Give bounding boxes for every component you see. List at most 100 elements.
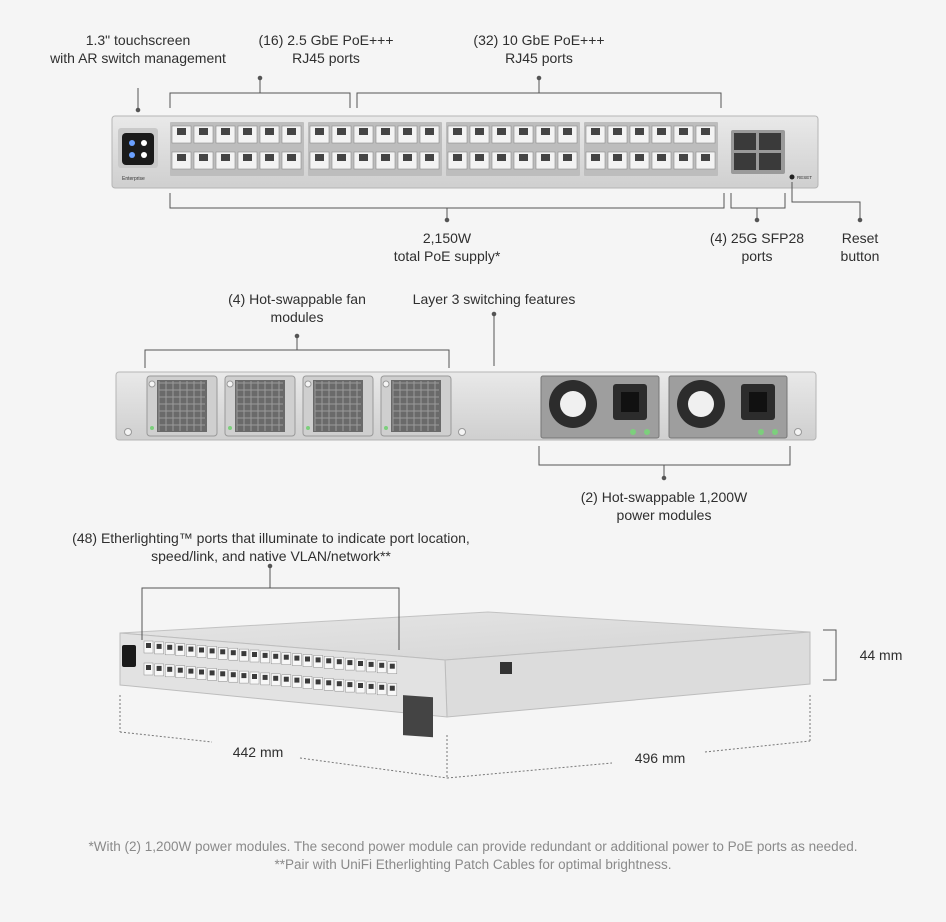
iso-rj45-jack: [347, 682, 353, 688]
rj45-port-jack: [265, 154, 274, 161]
rj45-port-jack: [541, 154, 550, 161]
fan-screw: [148, 380, 156, 388]
rj45-port-jack: [221, 154, 230, 161]
iso-rj45-jack: [283, 654, 289, 660]
iso-rj45-jack: [209, 670, 215, 676]
rj45-port-jack: [679, 128, 688, 135]
power-modules-label: (2) Hot-swappable 1,200W power modules: [580, 489, 748, 523]
rj45-port-jack: [563, 128, 572, 135]
iso-rj45-jack: [262, 652, 268, 658]
iso-touchscreen: [122, 645, 136, 667]
rj45-port-jack: [497, 128, 506, 135]
iso-rj45-jack: [273, 653, 279, 659]
rj45-port-jack: [177, 154, 186, 161]
power-modules: [540, 375, 788, 439]
fan-grille: [235, 380, 285, 432]
rj45-port-jack: [497, 154, 506, 161]
rj45-port-jack: [519, 154, 528, 161]
iso-sfp-cage: [403, 695, 433, 738]
iso-rj45-jack: [336, 681, 342, 687]
iso-rj45-jack: [294, 655, 300, 661]
iso-rj45-jack: [167, 666, 173, 672]
rj45-port-jack: [453, 128, 462, 135]
rj45-port-jack: [591, 128, 600, 135]
iso-rj45-jack: [199, 647, 204, 653]
rj45-port-jack: [475, 154, 484, 161]
rj45-port-jack: [221, 128, 230, 135]
iso-rj45-jack: [230, 672, 236, 678]
iso-rj45-jack: [252, 652, 257, 657]
fan-modules-label: (4) Hot-swappable fan modules: [228, 291, 366, 325]
touchscreen-label: 1.3" touchscreen with AR switch manageme…: [50, 32, 226, 66]
iso-rj45-jack: [220, 649, 226, 655]
rj45-port-jack: [613, 128, 622, 135]
rj45-port-jack: [453, 154, 462, 161]
rj45-port-jack: [359, 154, 368, 161]
brand-label: Enterprise: [122, 176, 145, 182]
psu-status-led: [644, 429, 650, 435]
iso-dimension-lines: [119, 695, 811, 779]
psu-ac-socket: [621, 392, 639, 412]
psu-ac-socket: [749, 392, 767, 412]
iso-rj45-jack: [177, 667, 183, 673]
iso-rj45-jack: [220, 671, 226, 677]
iso-view: [119, 563, 837, 779]
front-callouts: [135, 75, 863, 223]
poe-supply-label: 2,150W total PoE supply*: [393, 230, 501, 264]
iso-rj45-jack: [326, 658, 332, 664]
iso-rj45-jack: [209, 648, 215, 654]
rj45-port-jack: [613, 154, 622, 161]
layer3-label: Layer 3 switching features: [412, 291, 576, 307]
iso-rj45-jack: [156, 665, 162, 671]
rj45-port-jack: [381, 128, 390, 135]
iso-label-sticker: [500, 662, 512, 674]
fan-grille: [157, 380, 207, 432]
sfp28-label: (4) 25G SFP28 ports: [709, 230, 805, 264]
iso-rj45-jack: [358, 683, 363, 688]
sfp28-cage: [731, 130, 785, 174]
rj45-port-jack: [563, 154, 572, 161]
fan-status-led: [384, 426, 388, 430]
iso-rj45-jack: [358, 661, 363, 666]
fan-status-led: [150, 426, 154, 430]
iso-rj45-jack: [305, 678, 310, 684]
front-panel: Enterprise RESET: [111, 75, 863, 223]
iso-rj45-jack: [389, 685, 395, 691]
rear-callouts: [144, 311, 791, 481]
front-rj45-ports: [170, 122, 718, 176]
rj45-port-jack: [701, 128, 710, 135]
rj45-port-jack: [425, 154, 434, 161]
rj45-port-jack: [657, 154, 666, 161]
rj45-port-jack: [265, 128, 274, 135]
rj45-port-jack: [337, 128, 346, 135]
iso-rj45-jack: [315, 679, 321, 685]
rj45-port-jack: [635, 128, 644, 135]
rj45-port-jack: [403, 128, 412, 135]
rj45-port-jack: [679, 154, 688, 161]
height-dimension-label: 44 mm: [859, 647, 903, 663]
rj45-port-jack: [381, 154, 390, 161]
fan-screw: [304, 380, 312, 388]
fan-grille: [313, 380, 363, 432]
iso-callouts: [141, 563, 837, 681]
iso-rj45-jack: [188, 668, 194, 674]
rj45-port-jack: [475, 128, 484, 135]
iso-rj45-jack: [156, 643, 162, 649]
iso-rj45-jack: [315, 657, 321, 663]
rj45-port-jack: [519, 128, 528, 135]
depth-dimension-label: 496 mm: [634, 750, 686, 766]
iso-rj45-jack: [368, 661, 374, 667]
width-dimension-label: 442 mm: [232, 744, 284, 760]
iso-rj45-jack: [326, 680, 332, 686]
rj45-port-jack: [243, 128, 252, 135]
iso-rj45-jack: [230, 650, 236, 656]
rj45-port-jack: [177, 128, 186, 135]
iso-rj45-ports: [143, 640, 398, 696]
iso-rj45-jack: [241, 651, 247, 657]
iso-rj45-jack: [389, 663, 395, 669]
iso-rj45-jack: [273, 675, 279, 681]
rj45-port-jack: [657, 128, 666, 135]
rj45-port-jack: [287, 154, 296, 161]
fan-screw: [226, 380, 234, 388]
rj45-port-jack: [287, 128, 296, 135]
